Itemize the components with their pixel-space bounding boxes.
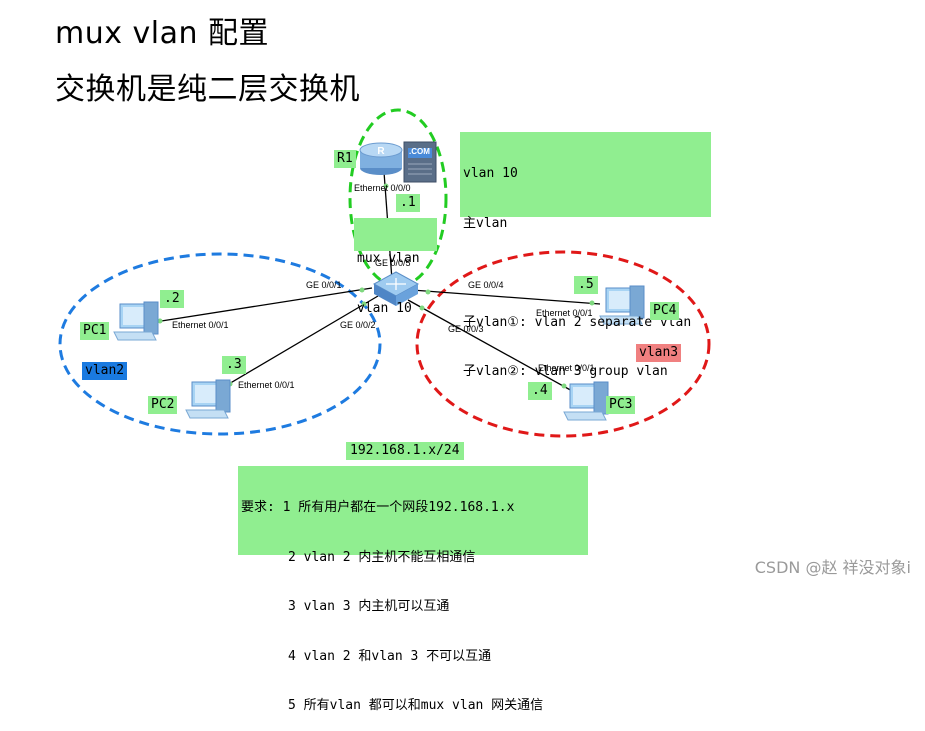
vlan3-tag: vlan3 bbox=[636, 344, 682, 362]
requirement-line: 4 vlan 2 和vlan 3 不可以互通 bbox=[241, 648, 492, 664]
port-pc2-eth: Ethernet 0/0/1 bbox=[238, 380, 295, 390]
port-pc4-eth: Ethernet 0/0/1 bbox=[536, 308, 593, 318]
ip-r1: .1 bbox=[396, 194, 420, 212]
network-label: 192.168.1.x/24 bbox=[346, 442, 464, 460]
topology-diagram: R bbox=[58, 108, 711, 438]
vlan-info-line: 子vlan②: vlan 3 group vlan bbox=[463, 364, 668, 379]
switch-icon[interactable] bbox=[372, 271, 420, 306]
page-subtitle: 交换机是纯二层交换机 bbox=[55, 72, 360, 107]
vlan2-tag: vlan2 bbox=[82, 362, 128, 380]
mux-vlan-line: mux vlan bbox=[357, 251, 420, 266]
ip-pc4: .5 bbox=[574, 276, 598, 294]
requirement-line: 2 vlan 2 内主机不能互相通信 bbox=[241, 549, 476, 565]
pc3-icon[interactable] bbox=[563, 381, 609, 421]
vlan2-ellipse bbox=[58, 252, 382, 436]
requirements-box: 要求: 1 所有用户都在一个网段192.168.1.x 2 vlan 2 内主机… bbox=[238, 466, 588, 713]
port-sw-ge2: GE 0/0/2 bbox=[340, 320, 376, 330]
vlan-info-box: vlan 10 主vlan 子vlan①: vlan 2 separate vl… bbox=[460, 132, 711, 379]
pc1-label: PC1 bbox=[80, 322, 110, 340]
requirement-line: 要求: 1 所有用户都在一个网段192.168.1.x bbox=[241, 500, 515, 515]
pc4-icon[interactable] bbox=[599, 285, 645, 325]
link-switch-pc3 bbox=[407, 299, 575, 393]
server-com-label: .COM bbox=[409, 147, 430, 156]
mux-vlan-ellipse bbox=[348, 108, 448, 288]
port-sw-ge4: GE 0/0/4 bbox=[468, 280, 504, 290]
requirement-line: 5 所有vlan 都可以和mux vlan 网关通信 bbox=[241, 698, 544, 713]
ip-pc3: .4 bbox=[528, 382, 552, 400]
mux-vlan-line: vlan 10 bbox=[357, 300, 412, 316]
vlan-info-line: 主vlan bbox=[463, 215, 508, 231]
ip-pc2: .3 bbox=[222, 356, 246, 374]
port-r1-eth: Ethernet 0/0/0 bbox=[354, 183, 411, 193]
router-r1-icon[interactable]: R bbox=[359, 142, 403, 175]
pc1-icon[interactable] bbox=[113, 301, 159, 341]
port-sw-ge3: GE 0/0/3 bbox=[448, 324, 484, 334]
svg-text:R: R bbox=[377, 146, 385, 157]
watermark: CSDN @赵 祥没对象i bbox=[754, 558, 911, 577]
mux-vlan-box: mux vlan vlan 10 bbox=[354, 218, 437, 316]
pc2-label: PC2 bbox=[148, 396, 178, 414]
port-sw-ge1: GE 0/0/1 bbox=[306, 280, 342, 290]
pc2-icon[interactable] bbox=[185, 379, 231, 419]
link-switch-pc4 bbox=[411, 289, 601, 305]
vlan-info-line: 子vlan①: vlan 2 separate vlan bbox=[463, 314, 692, 330]
r1-label: R1 bbox=[334, 150, 356, 168]
port-pc3-eth: Ethernet 0/0/1 bbox=[538, 363, 595, 373]
vlan3-ellipse bbox=[415, 250, 711, 438]
link-switch-pc1 bbox=[154, 287, 373, 323]
pc4-label: PC4 bbox=[650, 302, 680, 320]
requirement-line: 3 vlan 3 内主机可以互通 bbox=[241, 599, 450, 614]
port-sw-ge5: GE 0/0/5 bbox=[375, 258, 411, 268]
pc3-label: PC3 bbox=[606, 396, 636, 414]
server-com-icon bbox=[403, 141, 437, 183]
port-pc1-eth: Ethernet 0/0/1 bbox=[172, 320, 229, 330]
ip-pc1: .2 bbox=[160, 290, 184, 308]
link-switch-pc2 bbox=[221, 295, 379, 389]
page-title: mux vlan 配置 bbox=[55, 16, 270, 51]
vlan-info-line: vlan 10 bbox=[463, 166, 518, 181]
